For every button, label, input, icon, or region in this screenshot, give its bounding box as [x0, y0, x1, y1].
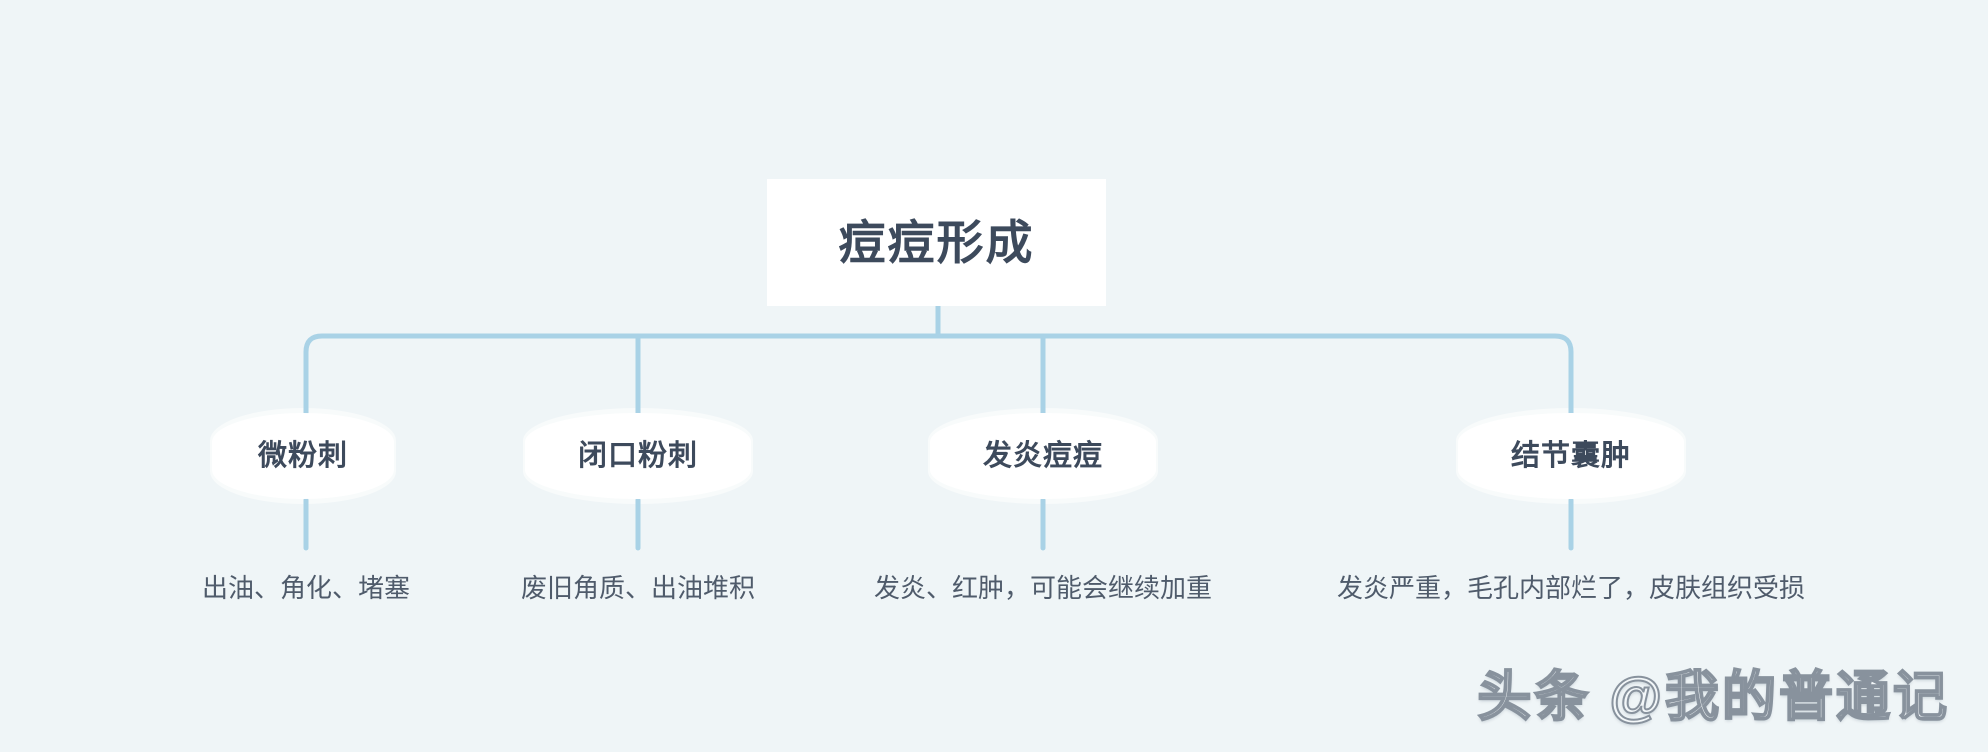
child-node-label-2: 发炎痘痘	[982, 439, 1103, 472]
child-node-label-0: 微粉刺	[257, 439, 348, 472]
watermark: 头条 @我的普通记	[1476, 667, 1950, 727]
child-caption-2: 发炎、红肿，可能会继续加重	[873, 573, 1213, 603]
child-node-3[interactable]: 结节囊肿	[1456, 408, 1686, 504]
child-caption-3: 发炎严重，毛孔内部烂了，皮肤组织受损	[1336, 573, 1806, 603]
root-node[interactable]: 痘痘形成	[767, 179, 1106, 306]
child-node-label-3: 结节囊肿	[1510, 439, 1631, 472]
child-caption-1: 废旧角质、出油堆积	[520, 573, 756, 603]
child-node-0[interactable]: 微粉刺	[210, 408, 396, 504]
connector-bus	[303, 333, 1574, 423]
child-caption-0: 出油、角化、堵塞	[201, 573, 411, 603]
child-node-1[interactable]: 闭口粉刺	[523, 408, 753, 504]
child-node-2[interactable]: 发炎痘痘	[928, 408, 1158, 504]
root-node-label: 痘痘形成	[838, 216, 1035, 269]
child-node-label-1: 闭口粉刺	[577, 439, 698, 472]
